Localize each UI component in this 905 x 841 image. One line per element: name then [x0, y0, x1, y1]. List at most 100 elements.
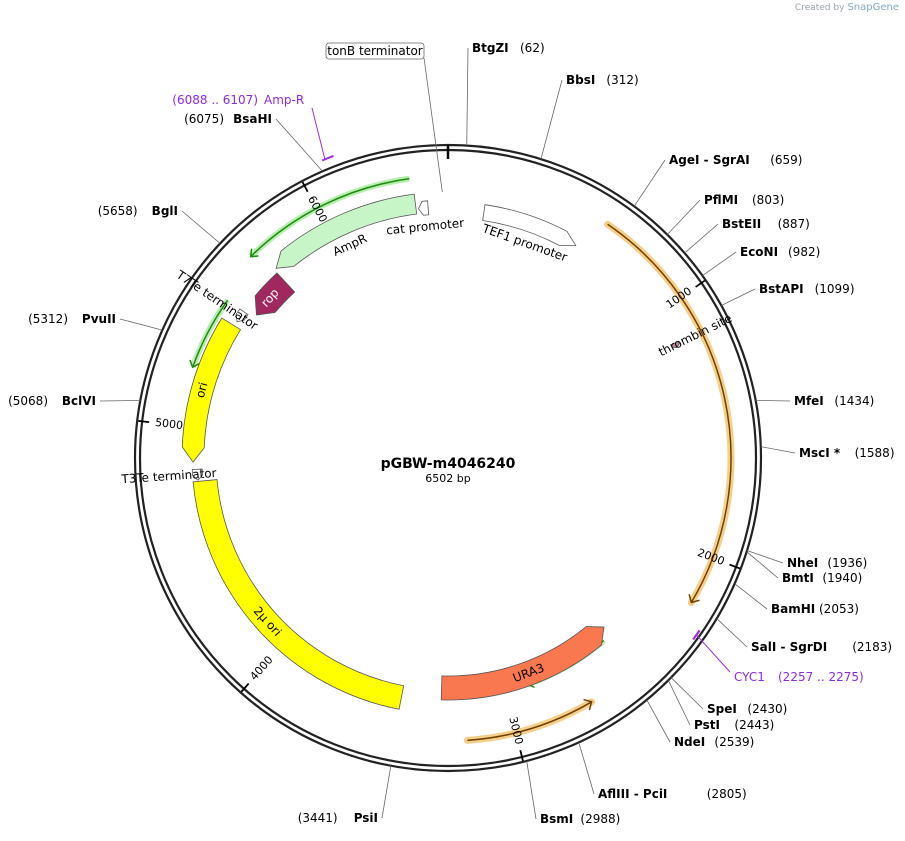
feature-ori	[181, 317, 242, 463]
site-name-2805: AflIII - PciI	[598, 787, 667, 801]
site-name-2539: NdeI	[674, 735, 705, 749]
site-leader-803	[666, 199, 701, 235]
plasmid-name: pGBW-m4046240	[381, 456, 516, 472]
primer-cyc1-range: (2257 .. 2275)	[778, 670, 864, 684]
site-pos-803: (803)	[752, 193, 784, 207]
site-pos-1588: (1588)	[855, 446, 895, 460]
tick-3000	[519, 749, 524, 762]
tonb-label: tonB terminator	[327, 44, 423, 58]
backbone-ring	[133, 143, 763, 773]
site-leader-1936	[746, 550, 784, 564]
orf-ura3-halo	[463, 698, 596, 744]
tonb-leader	[423, 57, 443, 193]
feature-ura3	[440, 626, 605, 701]
tick-2000	[729, 563, 741, 570]
site-name-1940: BmtI	[782, 571, 814, 585]
credit-brand: SnapGene	[847, 2, 899, 13]
site-leader-1434	[755, 400, 791, 402]
site-name-2430: SpeI	[707, 702, 737, 716]
site-pos-659: (659)	[770, 153, 802, 167]
site-name-887: BstEII	[722, 217, 761, 231]
site-leader-3441	[381, 765, 392, 819]
tick-label-5000: 5000	[154, 416, 183, 432]
orf-green-ampr	[250, 177, 410, 258]
feature-label-t3te-terminator: T3Te terminator	[120, 466, 217, 486]
orf-green-rop-head	[189, 359, 200, 369]
site-leader-2988	[526, 760, 537, 820]
tick-5000	[138, 419, 150, 424]
site-name-2988: BsmI	[540, 812, 573, 826]
site-name-803: PflMI	[704, 193, 738, 207]
site-pos-982: (982)	[788, 245, 820, 259]
primer-amp-r-name: Amp-R	[264, 93, 304, 107]
site-leader-2430	[670, 677, 704, 710]
feature-t7te-terminator	[235, 308, 249, 323]
orf-main-head	[688, 594, 700, 604]
primers: (6088 .. 6107) Amp-R CYC1 (2257 .. 2275) ton…	[172, 42, 864, 684]
site-name-62: BtgZI	[472, 41, 509, 55]
tick-label-6000: 6000	[305, 194, 330, 225]
site-pos-5312: (5312)	[28, 312, 68, 326]
site-name-2053: BamHI	[771, 602, 815, 616]
site-pos-6075: (6075)	[184, 112, 224, 126]
site-pos-62: (62)	[520, 41, 545, 55]
plasmid-length: 6502 bp	[425, 472, 470, 485]
site-pos-2183: (2183)	[852, 640, 892, 654]
tick-label-3000: 3000	[506, 716, 525, 746]
site-name-1936: NheI	[787, 556, 818, 570]
site-name-1588: MscI *	[799, 446, 841, 460]
site-leader-1940	[746, 551, 779, 579]
site-name-5068: BclVI	[62, 394, 96, 408]
site-name-6075: BsaHI	[233, 112, 272, 126]
credit-prefix: Created by	[794, 2, 845, 13]
site-pos-1434: (1434)	[834, 394, 874, 408]
site-pos-2988: (2988)	[580, 812, 620, 826]
site-pos-2805: (2805)	[707, 787, 747, 801]
site-pos-3441: (3441)	[298, 811, 338, 825]
credit: Created by SnapGene	[795, 2, 899, 13]
feature-rop	[254, 272, 296, 316]
site-leader-62	[466, 47, 469, 146]
site-leader-2805	[578, 742, 595, 795]
site-pos-2443: (2443)	[734, 718, 774, 732]
site-pos-2053: (2053)	[819, 602, 859, 616]
site-pos-2539: (2539)	[714, 735, 754, 749]
site-leader-6075	[275, 118, 323, 172]
site-name-312: BbsI	[566, 73, 595, 87]
site-pos-887: (887)	[778, 217, 810, 231]
feature-label-cat-promoter: cat promoter	[386, 216, 465, 238]
site-leader-982	[702, 251, 737, 276]
site-pos-2430: (2430)	[747, 702, 787, 716]
site-pos-1936: (1936)	[827, 556, 867, 570]
site-name-3441: PsiI	[354, 811, 378, 825]
primer-amp-r-mark	[321, 155, 334, 162]
site-leader-5312	[119, 318, 163, 331]
primer-amp-r-leader	[311, 107, 326, 160]
primer-cyc1-name: CYC1	[734, 670, 765, 684]
tick-6000	[301, 181, 309, 193]
orf-main	[607, 223, 732, 603]
site-leader-1099	[721, 288, 756, 306]
feature-label-t7te-terminator: T7Te terminator	[173, 267, 260, 333]
feature-ampr	[275, 193, 418, 269]
tick-4000	[240, 682, 250, 693]
site-name-1434: MfeI	[794, 394, 824, 408]
primer-amp-r-range: (6088 .. 6107)	[172, 93, 258, 107]
site-name-2443: PstI	[694, 718, 720, 732]
tick-label-4000: 4000	[247, 653, 275, 683]
site-pos-312: (312)	[606, 73, 638, 87]
site-name-1099: BstAPI	[759, 282, 804, 296]
site-pos-1099: (1099)	[815, 282, 855, 296]
site-leader-659	[633, 159, 666, 207]
feature-t3te-terminator	[191, 468, 203, 481]
site-leader-2443	[667, 680, 691, 726]
site-pos-1940: (1940)	[822, 571, 862, 585]
orf-ura3-head	[583, 698, 593, 711]
site-pos-5658: (5658)	[98, 204, 138, 218]
feature-thrombin-site	[670, 340, 680, 348]
site-name-5658: BglI	[152, 204, 178, 218]
primer-cyc1-leader	[696, 634, 731, 673]
tick-1000	[695, 279, 706, 288]
site-leader-2539	[646, 699, 671, 743]
